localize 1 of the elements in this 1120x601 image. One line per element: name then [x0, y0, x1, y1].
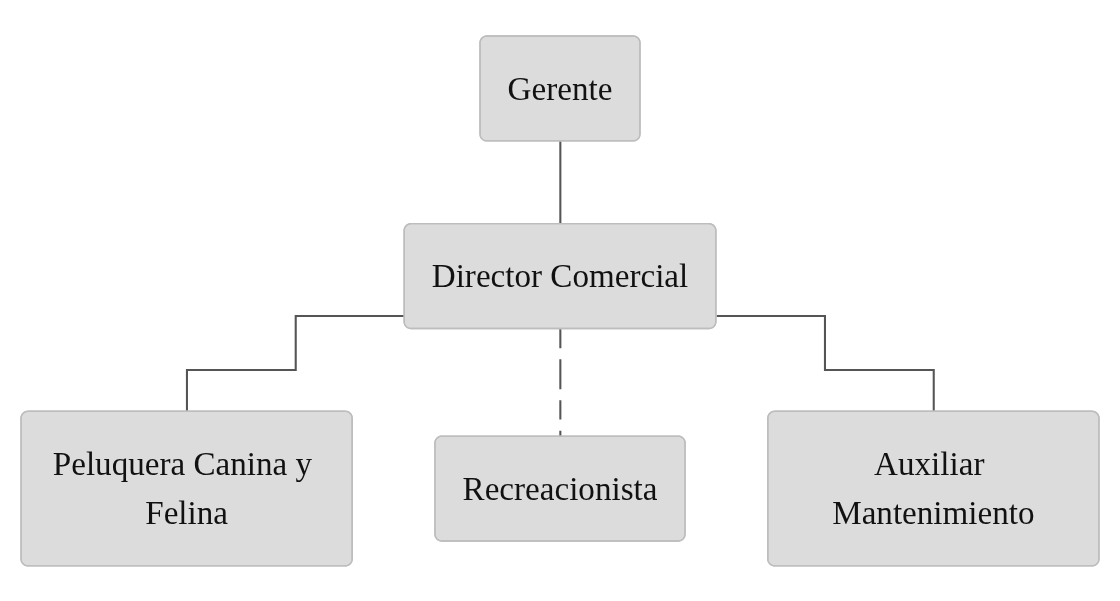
connector: [559, 140, 562, 225]
